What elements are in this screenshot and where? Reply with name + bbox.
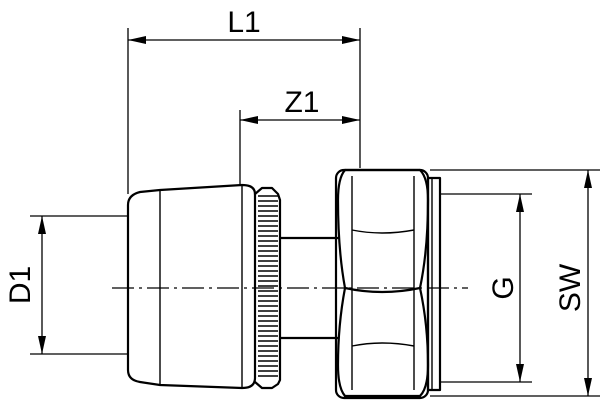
thread-collar <box>426 176 442 392</box>
label-g: G <box>487 276 520 299</box>
fitting-body <box>126 168 442 400</box>
hex-nut <box>334 168 430 400</box>
label-d1: D1 <box>4 266 37 304</box>
dimension-d1: D1 <box>4 215 128 355</box>
dimension-sw: SW <box>430 169 600 397</box>
label-z1: Z1 <box>284 86 319 119</box>
label-sw: SW <box>554 263 587 312</box>
dimension-z1: Z1 <box>239 86 360 185</box>
press-sleeve <box>126 183 257 390</box>
dimension-g: G <box>440 193 532 383</box>
neck <box>278 236 340 340</box>
knurled-ring <box>253 186 282 390</box>
label-l1: L1 <box>227 6 260 39</box>
dimension-l1: L1 <box>127 6 361 194</box>
